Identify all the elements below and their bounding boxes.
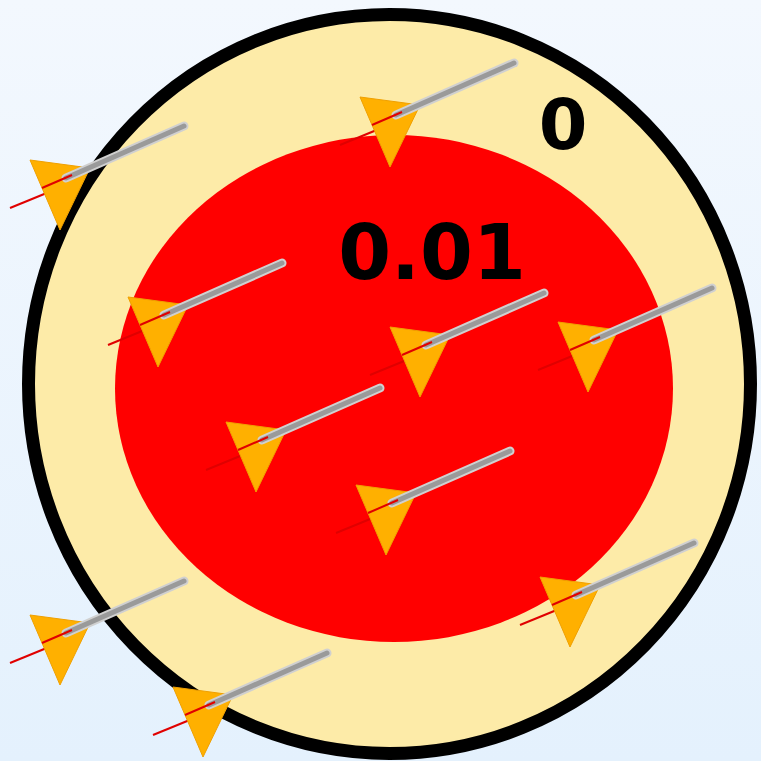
ellipse	[115, 135, 673, 642]
bullseye-region-outline	[115, 135, 673, 642]
outer-ring: 00.01	[22, 8, 757, 760]
dart	[108, 263, 282, 367]
ellipse	[29, 15, 751, 754]
score-label: 0.01	[338, 215, 526, 291]
dart	[10, 581, 184, 685]
bullseye-region: 0.01	[115, 135, 673, 642]
dart	[520, 543, 694, 647]
dart	[538, 288, 712, 392]
score-label: 0	[539, 90, 588, 160]
dart	[206, 388, 380, 492]
dart	[153, 653, 327, 757]
dart	[340, 63, 514, 167]
dart	[336, 451, 510, 555]
dart	[10, 126, 184, 230]
dart	[370, 293, 544, 397]
